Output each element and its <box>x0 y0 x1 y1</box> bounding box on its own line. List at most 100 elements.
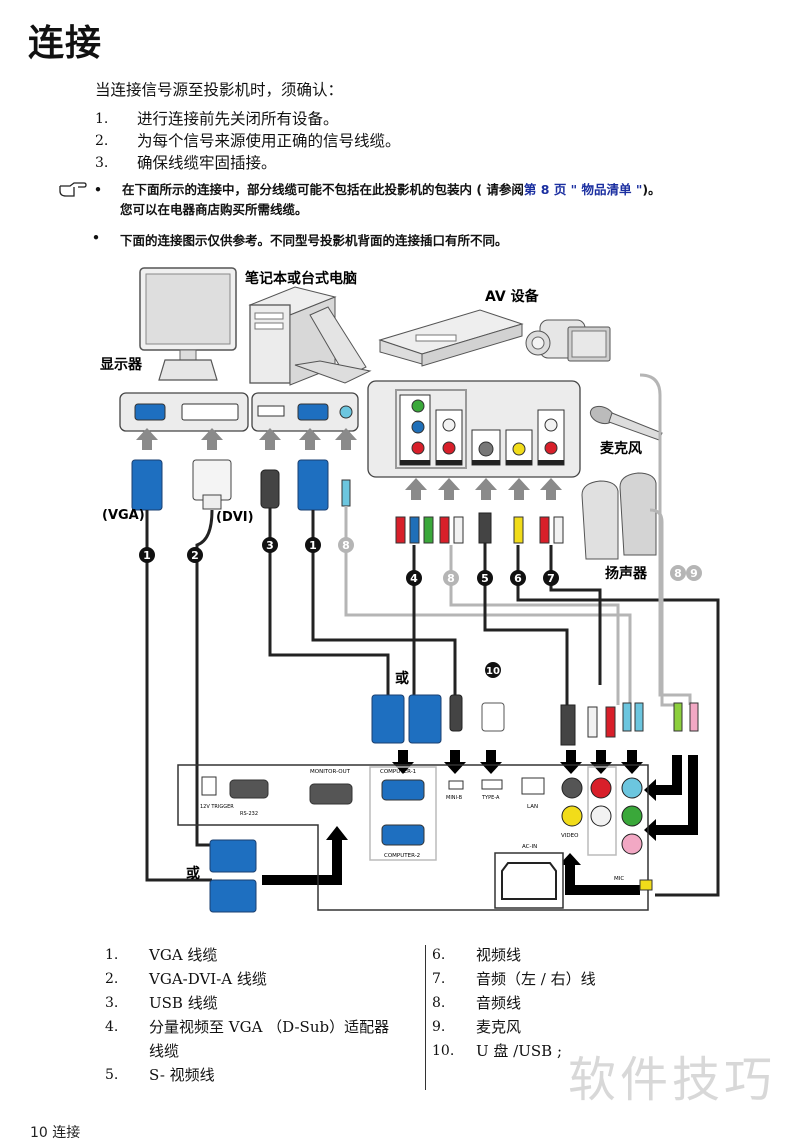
monitor-label: 显示器 <box>100 357 143 373</box>
legend-item: 5.S- 视频线 <box>105 1063 425 1087</box>
legend-text: 视频线 <box>476 946 522 964</box>
badge-8: 8 <box>342 539 350 552</box>
up-arrows <box>136 428 562 500</box>
microphone-icon <box>589 405 663 441</box>
audio-r-port <box>590 777 612 799</box>
legend-text: 线缆 <box>149 1042 180 1060</box>
usb-dongle-icon <box>481 702 505 732</box>
badge-3: 3 <box>266 539 274 552</box>
step-text: 确保线缆牢固插接。 <box>137 154 277 172</box>
legend-num: 7. <box>432 971 446 987</box>
vga-connector-adapter <box>408 694 442 744</box>
page-title: 连接 <box>28 23 103 64</box>
ac-in-label: AC-IN <box>522 844 537 850</box>
monitor-out-label: MONITOR-OUT <box>310 769 351 775</box>
note-2-text: 下面的连接图示仅供参考。不同型号投影机背面的连接插口有所不同。 <box>120 233 508 248</box>
mini-usb-connector <box>449 694 463 732</box>
badge-5: 5 <box>481 572 489 585</box>
step-number: 3. <box>95 155 109 171</box>
computer-audio-port <box>339 405 353 419</box>
items-list-link[interactable]: 第 8 页 " 物品清单 " <box>523 182 643 197</box>
note-2: • 下面的连接图示仅供参考。不同型号投影机背面的连接插口有所不同。 <box>92 230 508 249</box>
mic-label: MIC <box>614 876 624 882</box>
page-footer: 10 连接 <box>30 1125 81 1141</box>
dvi-connector <box>192 459 232 510</box>
monitor-dvi-connector <box>209 879 257 913</box>
step-text: 为每个信号来源使用正确的信号线缆。 <box>137 132 401 150</box>
rs232-port <box>229 779 269 799</box>
video-plug <box>639 879 653 891</box>
av-device-label: AV 设备 <box>485 288 540 305</box>
legend-text: 分量视频至 VGA （D-Sub）适配器 <box>149 1018 390 1036</box>
legend-text: 音频线 <box>476 994 522 1012</box>
legend-text: 麦克风 <box>476 1018 522 1036</box>
legend-right: 6. 视频线 7. 音频（左 / 右）线 8. 音频线 9. 麦克风 10.U 盘 /U… <box>432 943 632 1063</box>
watermark: 软件技巧 <box>568 1052 777 1108</box>
step-item: 2. 为每个信号来源使用正确的信号线缆。 <box>95 130 401 152</box>
speakers-label: 扬声器 <box>605 565 648 582</box>
note-1-line2: 您可以在电器商店购买所需线缆。 <box>120 202 308 217</box>
legend-num: 2. <box>105 971 119 987</box>
badge-1b: 1 <box>309 539 317 552</box>
vga-connector <box>131 459 163 511</box>
legend-text: VGA 线缆 <box>149 946 218 964</box>
vga-connector <box>297 459 329 511</box>
steps-list: 1.进行连接前先关闭所有设备。 2. 为每个信号来源使用正确的信号线缆。 3. 确保… <box>95 108 401 174</box>
down-arrows <box>262 750 698 895</box>
connection-diagram: 显示器 笔记本或台式电脑 AV 设备 麦克风 扬声器 <box>100 267 720 913</box>
legend-num: 6. <box>432 947 446 963</box>
legend-text: 音频（左 / 右）线 <box>476 970 596 988</box>
legend-num: 10. <box>432 1043 455 1059</box>
badge-7: 7 <box>547 572 555 585</box>
note-1-post: )。 <box>642 182 661 197</box>
badge-2: 2 <box>191 549 199 562</box>
usb-connector <box>260 469 280 509</box>
projector-panel <box>177 764 649 911</box>
computer-2-port <box>381 824 425 846</box>
computer-vga-port <box>297 403 329 421</box>
type-a-label: TYPE-A <box>481 795 500 801</box>
step-item: 1.进行连接前先关闭所有设备。 <box>95 108 401 130</box>
badge-6: 6 <box>514 572 522 585</box>
step-item: 3. 确保线缆牢固插接。 <box>95 152 401 174</box>
legend-item: 线缆 <box>105 1039 425 1063</box>
note-1-text: 在下面所示的连接中，部分线缆可能不包括在此投影机的包装内 ( 请参阅第 8 页 … <box>122 180 661 200</box>
camcorder-icon <box>525 319 611 362</box>
computer-usb-port <box>257 405 285 417</box>
mic-port <box>621 833 643 855</box>
vga-connector-adapter <box>371 694 405 744</box>
trigger-port <box>201 776 217 796</box>
microphone-label: 麦克风 <box>600 440 642 457</box>
cable-number-badges: 1 2 3 1 8 4 8 5 6 7 8 9 10 <box>139 537 702 678</box>
trigger-label: 12V TRIGGER <box>200 804 234 810</box>
monitor-out-port <box>309 783 353 805</box>
legend-text: VGA-DVI-A 线缆 <box>149 970 267 988</box>
legend-num: 9. <box>432 1019 446 1035</box>
audio-in-port <box>621 777 643 799</box>
lan-label: LAN <box>527 804 538 810</box>
s-video-port <box>561 777 583 799</box>
legend-item: 7. 音频（左 / 右）线 <box>432 967 632 991</box>
monitor-icon <box>139 267 237 381</box>
legend-num: 8. <box>432 995 446 1011</box>
legend-item: 10.U 盘 /USB ; <box>432 1039 632 1063</box>
step-number: 1. <box>95 111 109 127</box>
type-a-port <box>481 779 503 790</box>
badge-8c: 8 <box>674 567 682 580</box>
legend-item: 6. 视频线 <box>432 943 632 967</box>
legend-num <box>105 1039 149 1063</box>
intro-text: 当连接信号源至投影机时，须确认： <box>95 81 344 99</box>
legend-num: 5. <box>105 1067 119 1083</box>
legend-item: 3.USB 线缆 <box>105 991 425 1015</box>
dvi-label: (DVI) <box>216 510 254 525</box>
step-number: 2. <box>95 133 109 149</box>
badge-4: 4 <box>410 572 418 585</box>
pointing-hand-icon <box>59 182 87 197</box>
speakers-icon <box>581 472 657 560</box>
badge-8b: 8 <box>447 572 455 585</box>
audio-jack-connector <box>341 479 351 507</box>
computer-icon <box>248 286 372 386</box>
legend-item: 2. VGA-DVI-A 线缆 <box>105 967 425 991</box>
lan-port <box>521 777 545 795</box>
note-1-pre: 在下面所示的连接中，部分线缆可能不包括在此投影机的包装内 ( 请参阅 <box>122 182 524 197</box>
